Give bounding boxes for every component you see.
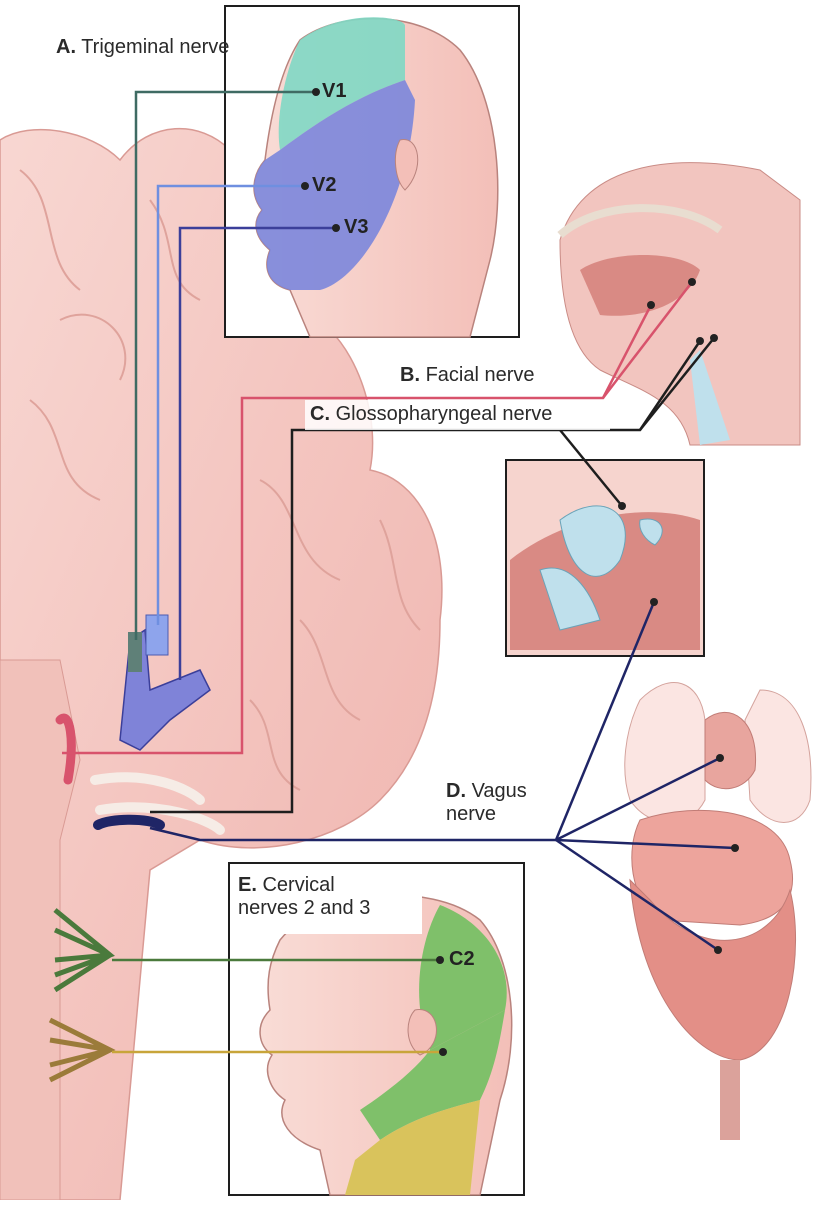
cervical-label: E. Cervical nerves 2 and 3: [238, 874, 371, 919]
middle-ear-panel: [505, 459, 705, 657]
vagus-label: D. Vagus nerve: [446, 780, 527, 825]
facial-line-branch: [601, 304, 653, 399]
vagus-intestine-branch: [555, 838, 719, 952]
endpoint-dots: [301, 88, 739, 1056]
vagus-line: [149, 826, 556, 842]
v3-tag: V3: [344, 216, 369, 238]
v2-tag: V2: [312, 174, 337, 196]
vagus-stomach-branch: [555, 838, 736, 850]
facial-label: B. Facial nerve: [400, 364, 535, 386]
trigeminal-label: A. Trigeminal nerve: [56, 36, 230, 58]
facial-line: [62, 281, 693, 755]
glosso-line-branch: [639, 337, 715, 431]
vagus-heart-branch: [555, 756, 721, 842]
vagus-ear-branch: [554, 601, 656, 841]
v1-tag: V1: [322, 80, 347, 102]
trigeminal-head-panel: [224, 5, 520, 338]
brain-illustration: [0, 128, 443, 1201]
glosso-line: [150, 340, 702, 814]
viscera-illustration: [624, 682, 812, 1140]
v3-line: [178, 226, 336, 680]
glossopharyngeal-label: C. Glossopharyngeal nerve: [310, 403, 553, 425]
glosso-ear-line: [559, 429, 623, 507]
nerve-lines: [62, 90, 736, 1054]
v2-line: [156, 184, 305, 625]
v1-line: [134, 90, 316, 640]
c2-tag: C2: [449, 948, 475, 970]
